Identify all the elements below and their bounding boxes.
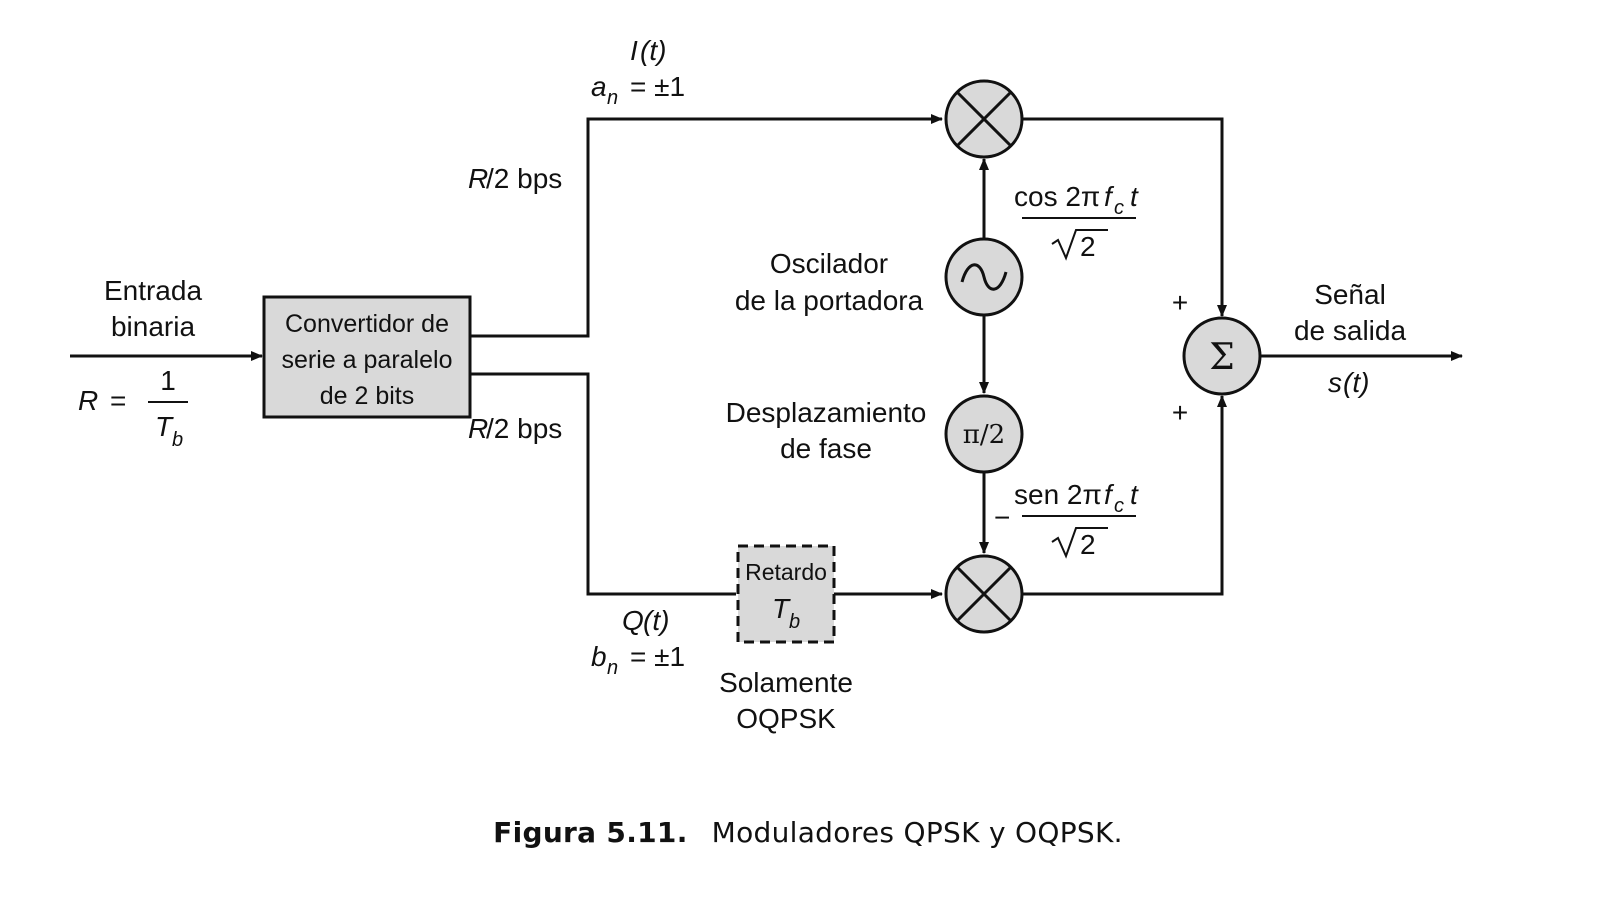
modulator-diagram: Entrada binaria R = 1 T b Convertidor de… [70,35,1463,734]
oscillator-label-line2: de la portadora [735,285,924,316]
input-label-line1: Entrada [104,275,202,306]
converter-box [262,295,472,419]
upper-rate-R: R [468,163,488,194]
lower-signal-arg: (t) [643,605,669,636]
lower-rate-text: /2 bps [486,413,562,444]
sen-minus: − [994,502,1010,533]
caption-label: Figura 5.11. [493,816,688,849]
upper-coef-sub: n [607,87,618,109]
delay-var: T [772,593,791,624]
lower-rate-R: R [468,413,488,444]
upper-signal: I [630,35,638,66]
upper-rate-text: /2 bps [486,163,562,194]
upper-mixer-multiply-icon [955,90,1013,148]
sen-den: 2 [1080,529,1096,560]
upper-mixer-to-summer-line [1022,117,1227,317]
input-rate-denominator: T [155,411,174,442]
sen-sub: c [1114,495,1124,517]
sen-f: f [1104,479,1115,510]
summer-sigma: Σ [1209,337,1234,378]
delay-box [736,544,836,644]
output-label-line2: de salida [1294,315,1407,346]
delay-label: Retardo [745,559,827,585]
converter-line2: serie a paralelo [282,346,453,374]
converter-line3: de 2 bits [320,382,415,410]
lower-signal: Q [622,605,644,636]
upper-signal-arg: (t) [640,35,666,66]
cos-f: f [1104,181,1115,212]
converter-line1: Convertidor de [285,310,449,338]
lower-mixer-to-summer-line [1022,395,1227,596]
sen-t: t [1130,479,1139,510]
cos-text: cos 2π [1014,181,1100,212]
phase-label-line1: Desplazamiento [726,397,927,428]
figure-caption: Figura 5.11. Moduladores QPSK y OQPSK. [0,816,1616,849]
lower-coef: b [591,641,607,672]
input-rate-denominator-sub: b [172,429,183,451]
summer-plus-bottom: + [1172,397,1188,428]
lower-branch-line-to-delay [470,372,736,596]
oscillator-label-line1: Oscilador [770,248,888,279]
cos-sqrt-icon [1051,229,1108,261]
upper-coef-value: = ±1 [630,71,685,102]
phase-shift-value: π/2 [963,420,1005,450]
upper-branch-line [470,114,943,338]
lower-coef-sub: n [607,657,618,679]
output-signal-arg: (t) [1343,367,1369,398]
cos-sub: c [1114,197,1124,219]
caption-text: Moduladores QPSK y OQPSK. [711,816,1123,849]
upper-coef: a [591,71,607,102]
cos-t: t [1130,181,1139,212]
input-rate-eq: = [110,385,126,416]
delay-note-line1: Solamente [719,667,853,698]
phase-label-line2: de fase [780,433,872,464]
delay-note-line2: OQPSK [736,703,836,734]
lower-coef-value: = ±1 [630,641,685,672]
output-label-line1: Señal [1314,279,1386,310]
input-label-line2: binaria [111,311,195,342]
output-signal: s [1328,367,1342,398]
sen-text: sen 2π [1014,479,1102,510]
cos-den: 2 [1080,231,1096,262]
delay-var-sub: b [789,611,800,633]
oscillator-sine-icon [960,263,1008,291]
sen-sqrt-icon [1051,527,1108,559]
lower-mixer-multiply-icon [955,565,1013,623]
summer-plus-top: + [1172,287,1188,318]
input-rate-R: R [78,385,98,416]
input-rate-numerator: 1 [160,365,176,396]
